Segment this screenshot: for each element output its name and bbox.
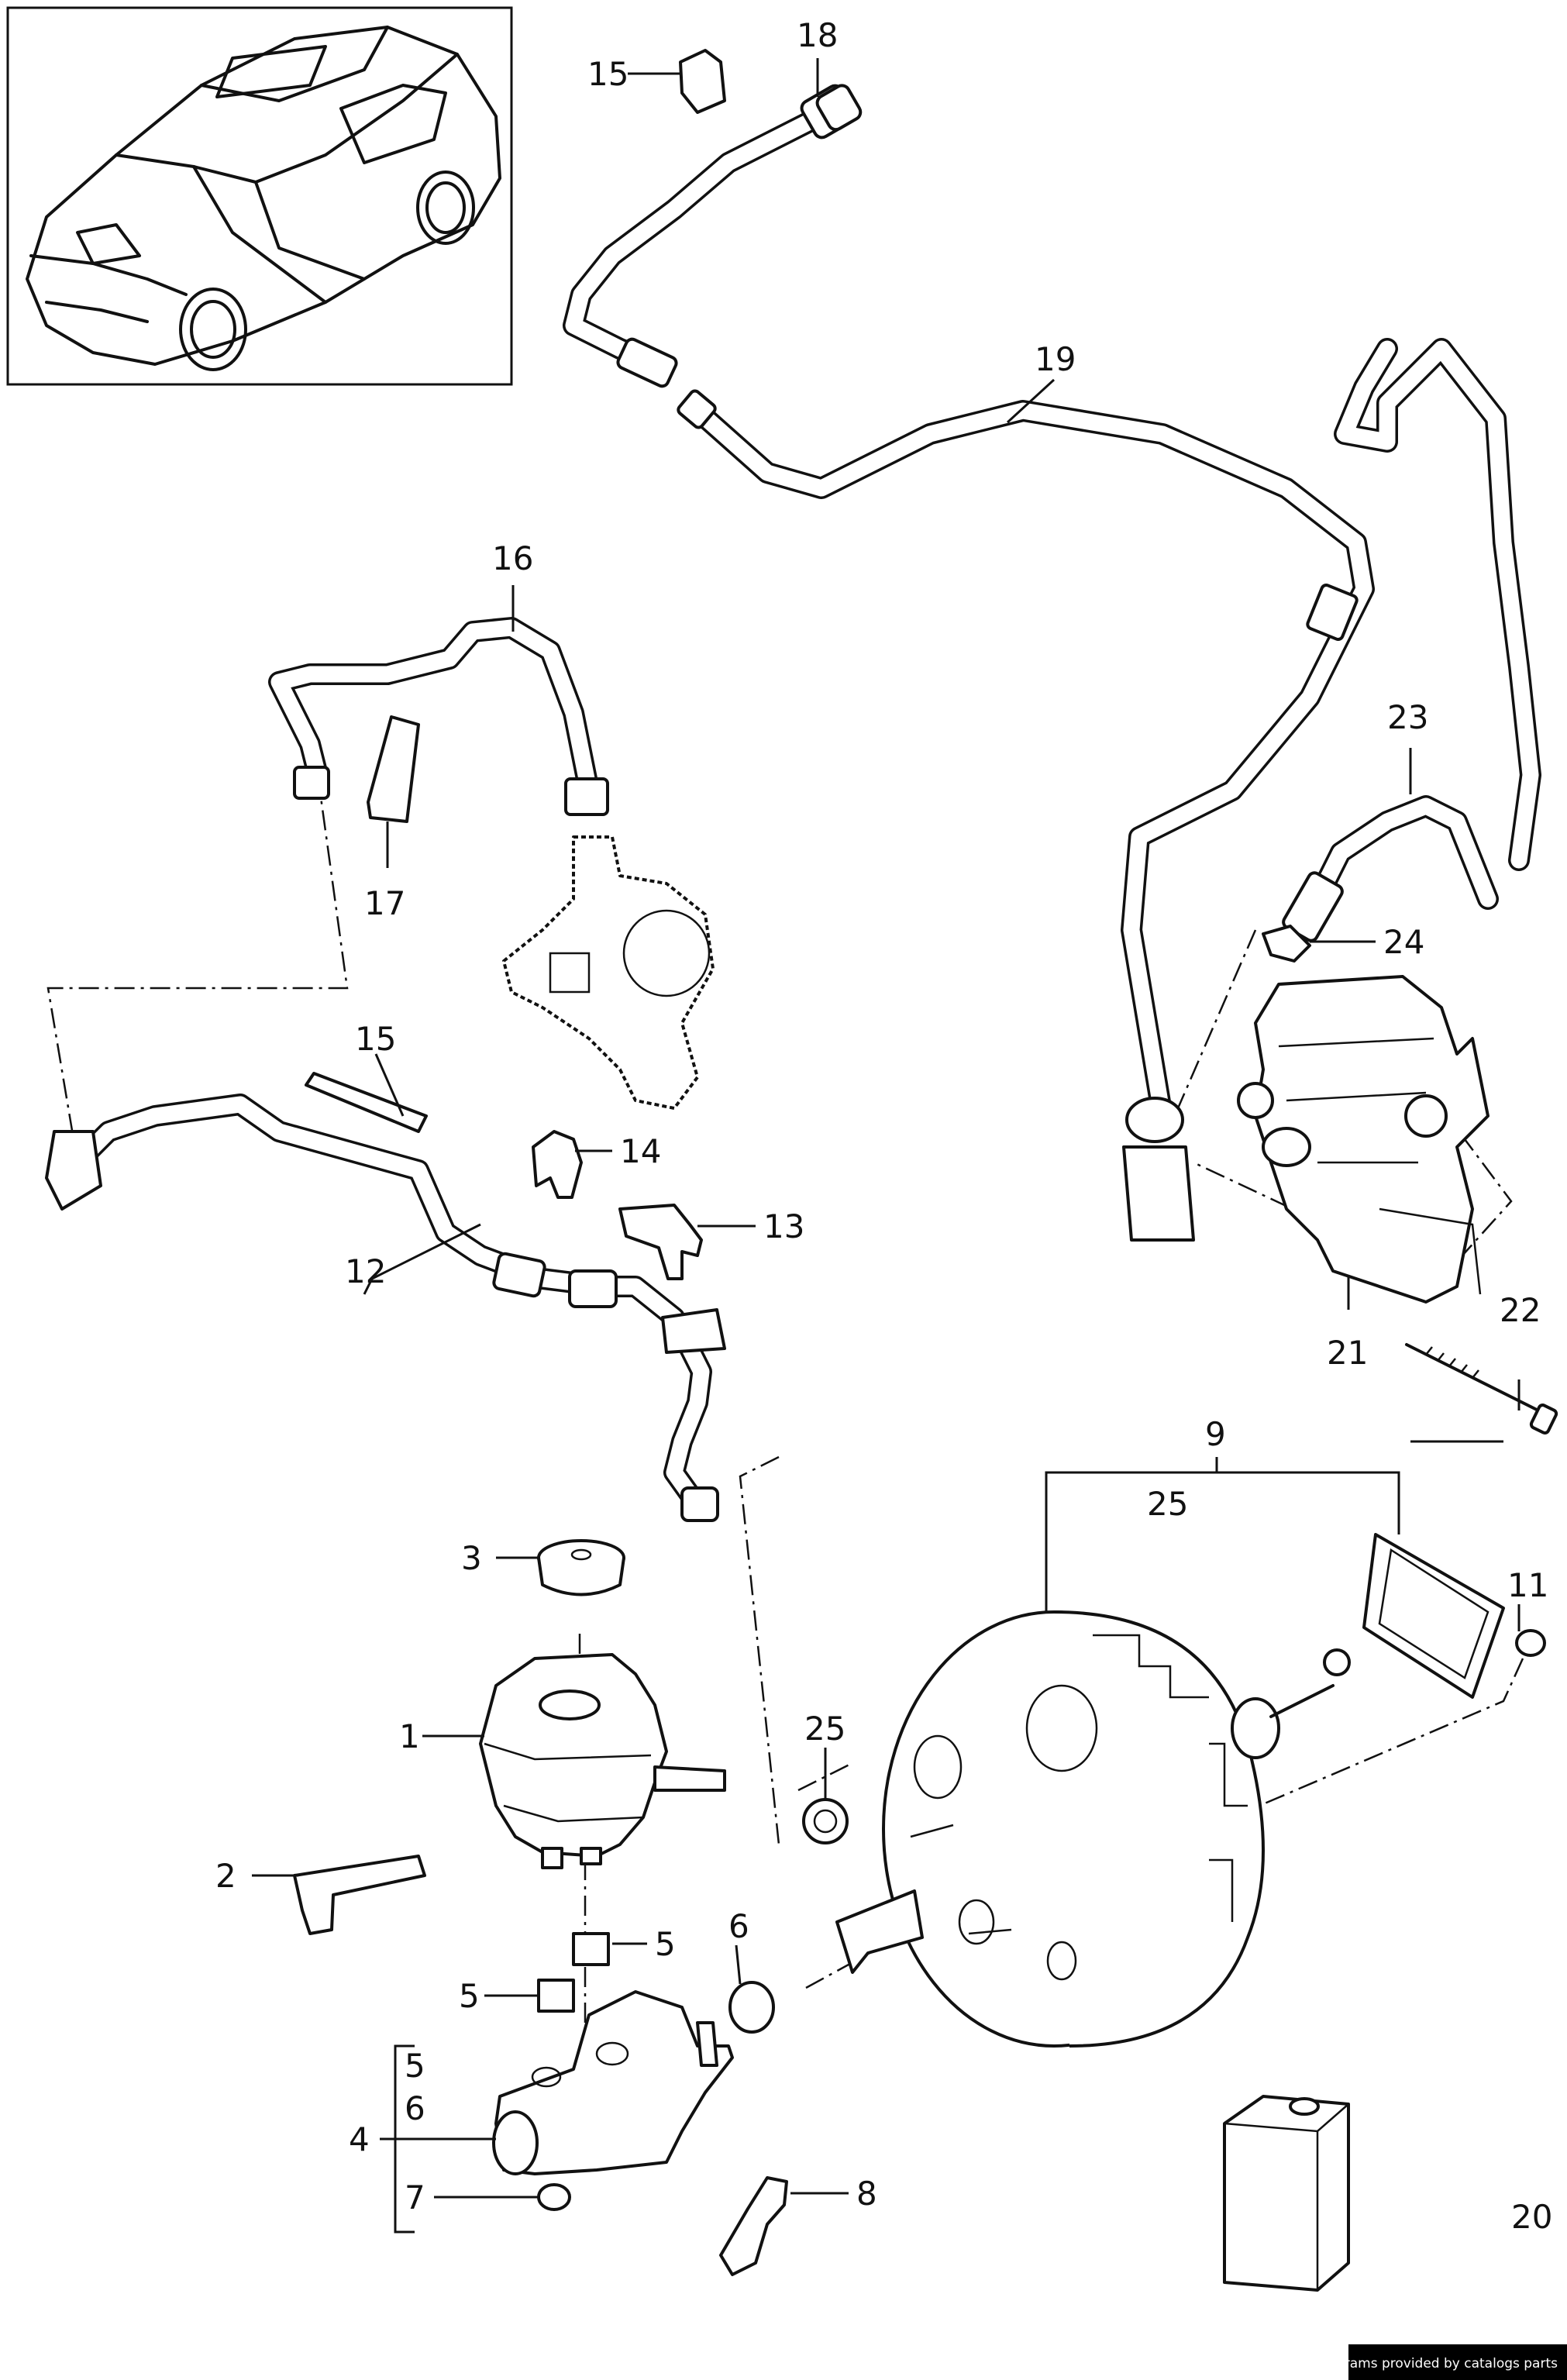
callout-6-group: 6 xyxy=(405,2089,425,2127)
bracket-9-25 xyxy=(1045,1471,1400,1492)
callout-16: 16 xyxy=(492,539,533,577)
reservoir-cap-3 xyxy=(537,1539,625,1596)
master-cylinder-4 xyxy=(492,1990,734,2175)
callout-17: 17 xyxy=(364,884,405,922)
callout-5-group: 5 xyxy=(405,2047,425,2085)
gasket-25 xyxy=(1362,1533,1505,1699)
callout-11: 11 xyxy=(1507,1566,1548,1604)
grommet-25 xyxy=(802,1798,849,1844)
callout-1: 1 xyxy=(399,1717,420,1755)
clip-24 xyxy=(1262,925,1311,963)
vacuum-pump-central xyxy=(502,835,715,1110)
callout-2: 2 xyxy=(215,1857,236,1895)
callout-12: 12 xyxy=(345,1252,386,1290)
bracket-17 xyxy=(367,715,420,823)
vacuum-hose-16 xyxy=(268,617,609,816)
callout-25-gasket: 25 xyxy=(1147,1485,1188,1523)
callout-3: 3 xyxy=(461,1539,482,1577)
credit-text: Diagrams provided by catalogs parts xyxy=(1314,2356,1558,2371)
leader-lines xyxy=(252,58,1521,2199)
callout-labels: 1 2 3 4 5 6 7 5 5 6 8 9 25 11 25 20 12 1… xyxy=(215,16,1552,2236)
seal-5-b xyxy=(537,1979,575,2013)
callout-25-grommet: 25 xyxy=(804,1710,845,1748)
vacuum-hose-right xyxy=(1334,338,1541,871)
callout-18: 18 xyxy=(797,16,838,54)
nut-7 xyxy=(537,2183,571,2211)
callout-6: 6 xyxy=(728,1907,749,1945)
callout-8: 8 xyxy=(856,2175,877,2213)
callout-23: 23 xyxy=(1387,698,1428,736)
o-ring-6 xyxy=(728,1981,775,2034)
callout-13: 13 xyxy=(763,1207,804,1245)
bracket-8 xyxy=(719,2176,788,2276)
brake-fluid-reservoir-1 xyxy=(479,1653,726,1869)
callout-15-clip: 15 xyxy=(587,55,629,93)
vacuum-pump-21 xyxy=(1237,975,1490,1304)
vacuum-hose-12 xyxy=(45,1094,726,1522)
vehicle-thumbnail xyxy=(6,6,513,386)
sensor-13 xyxy=(618,1204,703,1280)
credit-bar: Diagrams provided by catalogs parts xyxy=(1314,2344,1567,2380)
callout-22: 22 xyxy=(1500,1291,1541,1329)
callout-9: 9 xyxy=(1205,1415,1226,1453)
callout-20: 20 xyxy=(1511,2198,1552,2236)
callout-19: 19 xyxy=(1035,340,1076,378)
connection-lines xyxy=(46,774,1524,2054)
nut-11 xyxy=(1515,1629,1546,1657)
callout-5-lower: 5 xyxy=(459,1977,480,2015)
bolt-22 xyxy=(1405,1343,1558,1435)
callout-21: 21 xyxy=(1327,1334,1368,1372)
callout-5-upper: 5 xyxy=(655,1925,676,1963)
tube-15 xyxy=(305,1072,428,1133)
callout-4: 4 xyxy=(349,2120,370,2158)
brake-booster-9 xyxy=(835,1610,1351,2048)
callout-7: 7 xyxy=(405,2179,425,2216)
vacuum-hose-23 xyxy=(1282,795,1499,942)
callout-14: 14 xyxy=(620,1132,661,1170)
bracket-2 xyxy=(293,1855,426,1935)
clip-15-upper xyxy=(679,49,726,114)
callout-24: 24 xyxy=(1383,923,1424,961)
seal-5-a xyxy=(572,1932,610,1966)
clip-14 xyxy=(532,1130,583,1199)
brake-fluid-can-20 xyxy=(1223,2095,1350,2292)
connector-18 xyxy=(815,84,863,132)
callout-15-tube: 15 xyxy=(355,1020,396,1058)
